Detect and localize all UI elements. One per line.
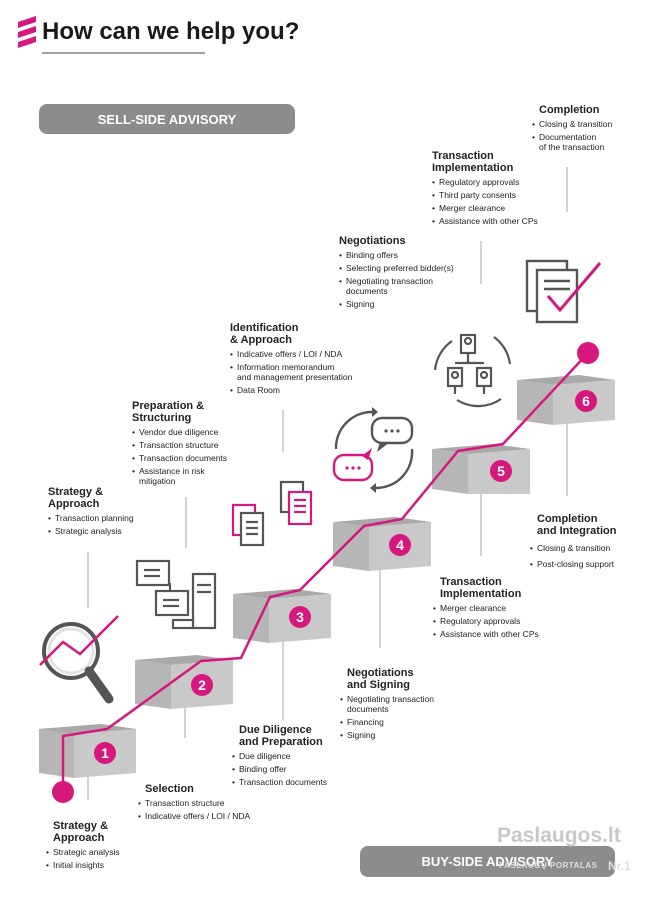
checklist-icon — [525, 259, 602, 324]
stage-title: Transaction Implementation — [440, 576, 522, 600]
step-number: 3 — [296, 609, 304, 625]
stage-item: Closing & transition — [530, 543, 650, 553]
stage-item: Data Room — [230, 385, 380, 395]
buy-stage-6: Completion and Integration Closing & tra… — [530, 513, 650, 572]
buy-stage-1: Strategy & Approach Strategic analysis I… — [46, 820, 156, 873]
stage-title: Negotiations and Signing — [347, 667, 414, 691]
stage-item: Closing & transition — [532, 119, 644, 129]
step-numbers — [94, 390, 597, 764]
step-number: 6 — [582, 393, 590, 409]
stage-item: Financing — [340, 717, 460, 727]
stage-item: Indicative offers / LOI / NDA — [138, 811, 268, 821]
stage-item: Assistance in risk mitigation — [132, 466, 262, 486]
stage-item: Negotiating transaction documents — [339, 276, 479, 296]
stage-item: Selecting preferred bidder(s) — [339, 263, 479, 273]
step-box-4 — [333, 517, 431, 571]
stage-item: Post-closing support — [530, 559, 650, 569]
stage-item: Indicative offers / LOI / NDA — [230, 349, 380, 359]
stage-item: Assistance with other CPs — [432, 216, 562, 226]
stage-item: Transaction structure — [138, 798, 268, 808]
stage-title: Preparation & Structuring — [132, 400, 205, 424]
end-dot — [577, 342, 599, 364]
org-chart-icon — [433, 333, 512, 408]
step-box-3 — [233, 589, 331, 643]
sell-side-label: SELL-SIDE ADVISORY — [39, 104, 295, 134]
stage-item: Third party consents — [432, 190, 562, 200]
watermark-brand: Paslaugos.lt — [497, 824, 621, 847]
stage-title: Due Diligence and Preparation — [239, 724, 323, 748]
stage-item: Due diligence — [232, 751, 352, 761]
stage-item: Vendor due diligence — [132, 427, 262, 437]
buy-stage-3: Due Diligence and Preparation Due dilige… — [232, 724, 352, 790]
step-number: 2 — [198, 677, 206, 693]
sell-stage-5: Transaction Implementation Regulatory ap… — [432, 150, 562, 229]
page-title: How can we help you? — [42, 18, 300, 45]
stage-item: Transaction documents — [232, 777, 352, 787]
stage-item: Strategic analysis — [48, 526, 168, 536]
stage-item: Documentation of the transaction — [532, 132, 644, 152]
stage-item: Merger clearance — [433, 603, 563, 613]
progress-line — [61, 352, 589, 792]
stage-title: Negotiations — [339, 235, 406, 247]
stage-item: Merger clearance — [432, 203, 562, 213]
stage-item: Negotiating transaction documents — [340, 694, 460, 714]
stage-title: Selection — [145, 783, 194, 795]
stage-item: Binding offer — [232, 764, 352, 774]
chat-bubbles-icon — [332, 407, 414, 493]
windows-icon — [135, 559, 217, 630]
guide-lines — [87, 167, 568, 800]
buy-stage-2: Selection Transaction structure Indicati… — [138, 783, 268, 824]
stage-item: Signing — [340, 730, 460, 740]
stage-item: Information memorandum and management pr… — [230, 362, 380, 382]
buy-side-label: BUY-SIDE ADVISORY — [360, 846, 615, 877]
brand-logo-icon — [18, 16, 36, 48]
step-box-2 — [135, 655, 233, 709]
step-box-6 — [517, 375, 615, 425]
sell-stage-2: Preparation & Structuring Vendor due dil… — [132, 400, 262, 489]
stage-item: Strategic analysis — [46, 847, 156, 857]
stage-item: Transaction planning — [48, 513, 168, 523]
sell-stage-4: Negotiations Binding offers Selecting pr… — [339, 235, 479, 312]
stage-title: Completion — [539, 104, 600, 116]
sell-stage-6: Completion Closing & transition Document… — [532, 104, 644, 155]
watermark-subtitle: PASLAUGŲ PORTALAS — [499, 861, 598, 870]
stage-item: Initial insights — [46, 860, 156, 870]
stage-item: Regulatory approvals — [432, 177, 562, 187]
stage-item: Binding offers — [339, 250, 479, 260]
stage-item: Signing — [339, 299, 479, 309]
step-number: 5 — [497, 463, 505, 479]
stage-item: Transaction documents — [132, 453, 262, 463]
stage-title: Strategy & Approach — [48, 486, 104, 510]
stage-title: Identification & Approach — [230, 322, 299, 346]
step-number: 4 — [396, 537, 404, 553]
stage-item: Transaction structure — [132, 440, 262, 450]
buy-stage-4: Negotiations and Signing Negotiating tra… — [340, 667, 460, 743]
stage-title: Completion and Integration — [537, 513, 617, 537]
magnifier-chart-icon — [39, 615, 119, 704]
sell-stage-3: Identification & Approach Indicative off… — [230, 322, 380, 398]
watermark-rank: Nr.1 — [608, 859, 631, 873]
title-underline — [42, 52, 205, 54]
sell-stage-1: Strategy & Approach Transaction planning… — [48, 486, 168, 539]
documents-icon — [231, 480, 313, 547]
stage-item: Assistance with other CPs — [433, 629, 563, 639]
start-dot — [52, 781, 74, 803]
stage-item: Regulatory approvals — [433, 616, 563, 626]
stage-title: Transaction Implementation — [432, 150, 514, 174]
stage-title: Strategy & Approach — [53, 820, 109, 844]
step-box-5 — [432, 444, 530, 494]
buy-stage-5: Transaction Implementation Merger cleara… — [433, 576, 563, 642]
step-number: 1 — [101, 745, 109, 761]
